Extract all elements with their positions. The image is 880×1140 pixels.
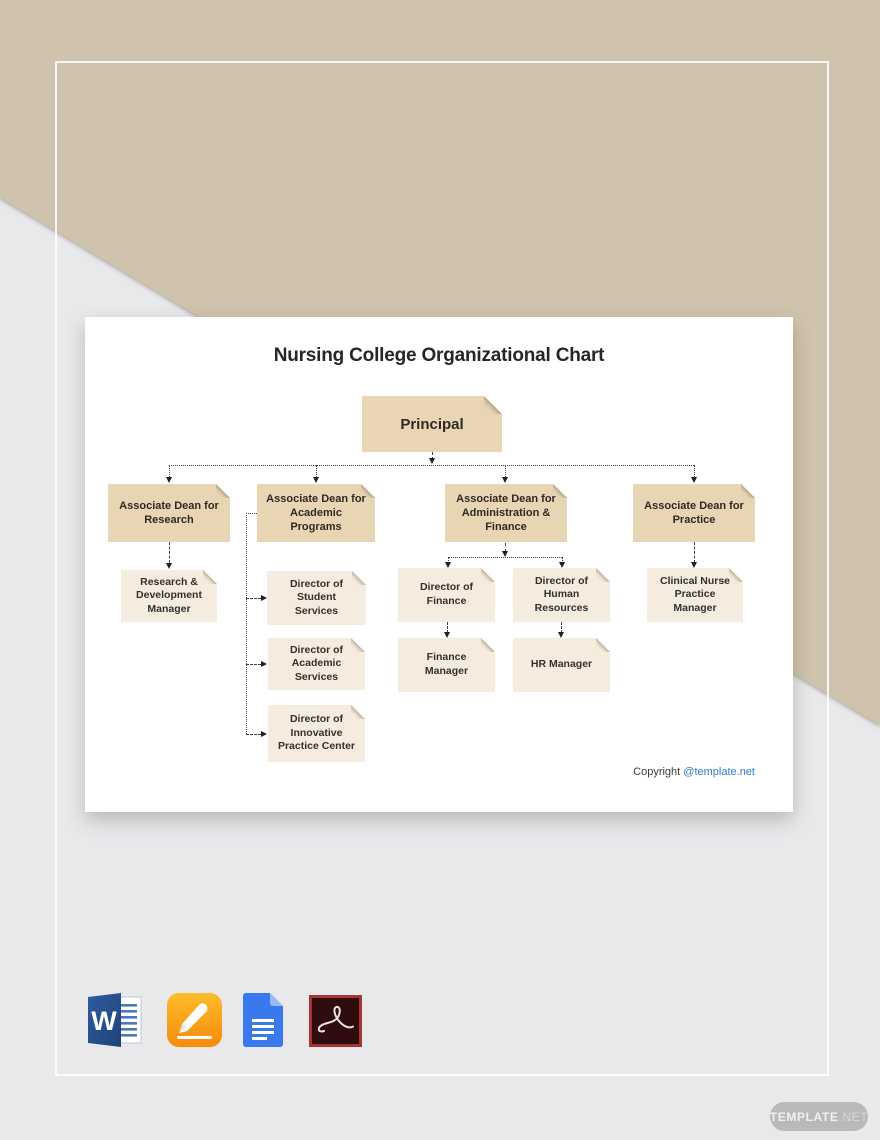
connector-dean3-stem bbox=[505, 465, 506, 477]
node-label: Director of Student Services bbox=[289, 577, 344, 617]
node-label: HR Manager bbox=[530, 658, 593, 671]
connector-academic-services-line bbox=[246, 664, 261, 665]
connector-innovative-arrow bbox=[261, 730, 267, 737]
connector-student-services-arrow bbox=[261, 594, 267, 601]
connector-hr-stem bbox=[562, 557, 563, 563]
node-label: Associate Dean for Academic Programs bbox=[266, 492, 366, 534]
connector-student-services-line bbox=[246, 598, 261, 599]
microsoft-word-icon[interactable]: W bbox=[88, 993, 143, 1047]
connector-academic-spine bbox=[246, 513, 247, 734]
template-preview-card: Nursing College Organizational Chart Pri… bbox=[85, 317, 793, 812]
node-associate-dean-practice: Associate Dean for Practice bbox=[633, 484, 755, 542]
node-label: Research & Development Manager bbox=[136, 575, 202, 615]
connector-admin-arrow bbox=[501, 551, 508, 557]
connector-dean1-stem bbox=[169, 465, 170, 477]
connector-academic-services-arrow bbox=[261, 660, 267, 667]
connector-finance-manager-stem bbox=[447, 622, 448, 633]
connector-dean2-arrow bbox=[312, 477, 319, 483]
word-letter: W bbox=[91, 1006, 117, 1036]
connector-hr-manager-arrow bbox=[557, 632, 564, 638]
apple-pages-icon[interactable] bbox=[167, 993, 222, 1047]
connector-deans-rail bbox=[169, 465, 694, 466]
connector-research-stem bbox=[169, 542, 170, 563]
node-label: Associate Dean for Administration & Fina… bbox=[456, 492, 556, 534]
node-associate-dean-administration-finance: Associate Dean for Administration & Fina… bbox=[445, 484, 567, 542]
connector-research-arrow bbox=[165, 563, 172, 569]
connector-admin-rail bbox=[448, 557, 562, 558]
connector-academic-spine-top bbox=[246, 513, 257, 514]
connector-innovative-line bbox=[246, 734, 261, 735]
node-label: Director of Academic Services bbox=[289, 643, 344, 683]
node-finance-manager: Finance Manager bbox=[398, 638, 495, 692]
node-associate-dean-academic-programs: Associate Dean for Academic Programs bbox=[257, 484, 375, 542]
template-net-watermark: TEMPLATE.NET bbox=[770, 1102, 868, 1131]
connector-finance-manager-arrow bbox=[443, 632, 450, 638]
copyright: Copyright @template.net bbox=[633, 766, 755, 778]
google-docs-icon[interactable] bbox=[243, 993, 283, 1047]
connector-principal-stem bbox=[432, 452, 433, 460]
connector-admin-stem bbox=[505, 543, 506, 552]
node-principal: Principal bbox=[362, 396, 502, 452]
node-associate-dean-research: Associate Dean for Research bbox=[108, 484, 230, 542]
node-clinical-nurse-practice-manager: Clinical Nurse Practice Manager bbox=[647, 568, 743, 622]
adobe-acrobat-icon[interactable] bbox=[309, 995, 362, 1047]
template-net-link[interactable]: @template.net bbox=[683, 766, 755, 778]
node-label: Director of Human Resources bbox=[534, 574, 589, 614]
node-director-of-human-resources: Director of Human Resources bbox=[513, 568, 610, 622]
node-label: Director of Innovative Practice Center bbox=[277, 713, 356, 753]
node-director-student-services: Director of Student Services bbox=[267, 571, 366, 625]
node-label: Director of Finance bbox=[419, 581, 474, 607]
connector-dean2-stem bbox=[316, 465, 317, 477]
node-label: Finance Manager bbox=[424, 651, 469, 677]
connector-hr-arrow bbox=[558, 562, 565, 568]
connector-hr-manager-stem bbox=[561, 622, 562, 633]
connector-dean4-arrow bbox=[690, 477, 697, 483]
node-hr-manager: HR Manager bbox=[513, 638, 610, 692]
node-director-innovative-practice-center: Director of Innovative Practice Center bbox=[268, 705, 365, 762]
node-label: Clinical Nurse Practice Manager bbox=[659, 574, 731, 614]
connector-dean3-arrow bbox=[501, 477, 508, 483]
connector-finance-arrow bbox=[444, 562, 451, 568]
node-label: Associate Dean for Research bbox=[119, 499, 219, 526]
node-director-academic-services: Director of Academic Services bbox=[268, 638, 365, 690]
node-research-development-manager: Research & Development Manager bbox=[121, 570, 217, 622]
chart-title: Nursing College Organizational Chart bbox=[273, 345, 605, 366]
connector-finance-stem bbox=[448, 557, 449, 563]
node-label: Associate Dean for Practice bbox=[644, 499, 744, 526]
node-principal-label: Principal bbox=[400, 415, 464, 433]
copyright-prefix: Copyright bbox=[633, 766, 681, 778]
node-director-of-finance: Director of Finance bbox=[398, 568, 495, 622]
watermark-brand: TEMPLATE bbox=[769, 1109, 839, 1124]
connector-dean4-stem bbox=[694, 465, 695, 477]
connector-practice-stem bbox=[694, 542, 695, 563]
watermark-tld: .NET bbox=[838, 1109, 869, 1124]
connector-practice-arrow bbox=[690, 562, 697, 568]
connector-dean1-arrow bbox=[165, 477, 172, 483]
connector-principal-arrow bbox=[428, 458, 435, 464]
